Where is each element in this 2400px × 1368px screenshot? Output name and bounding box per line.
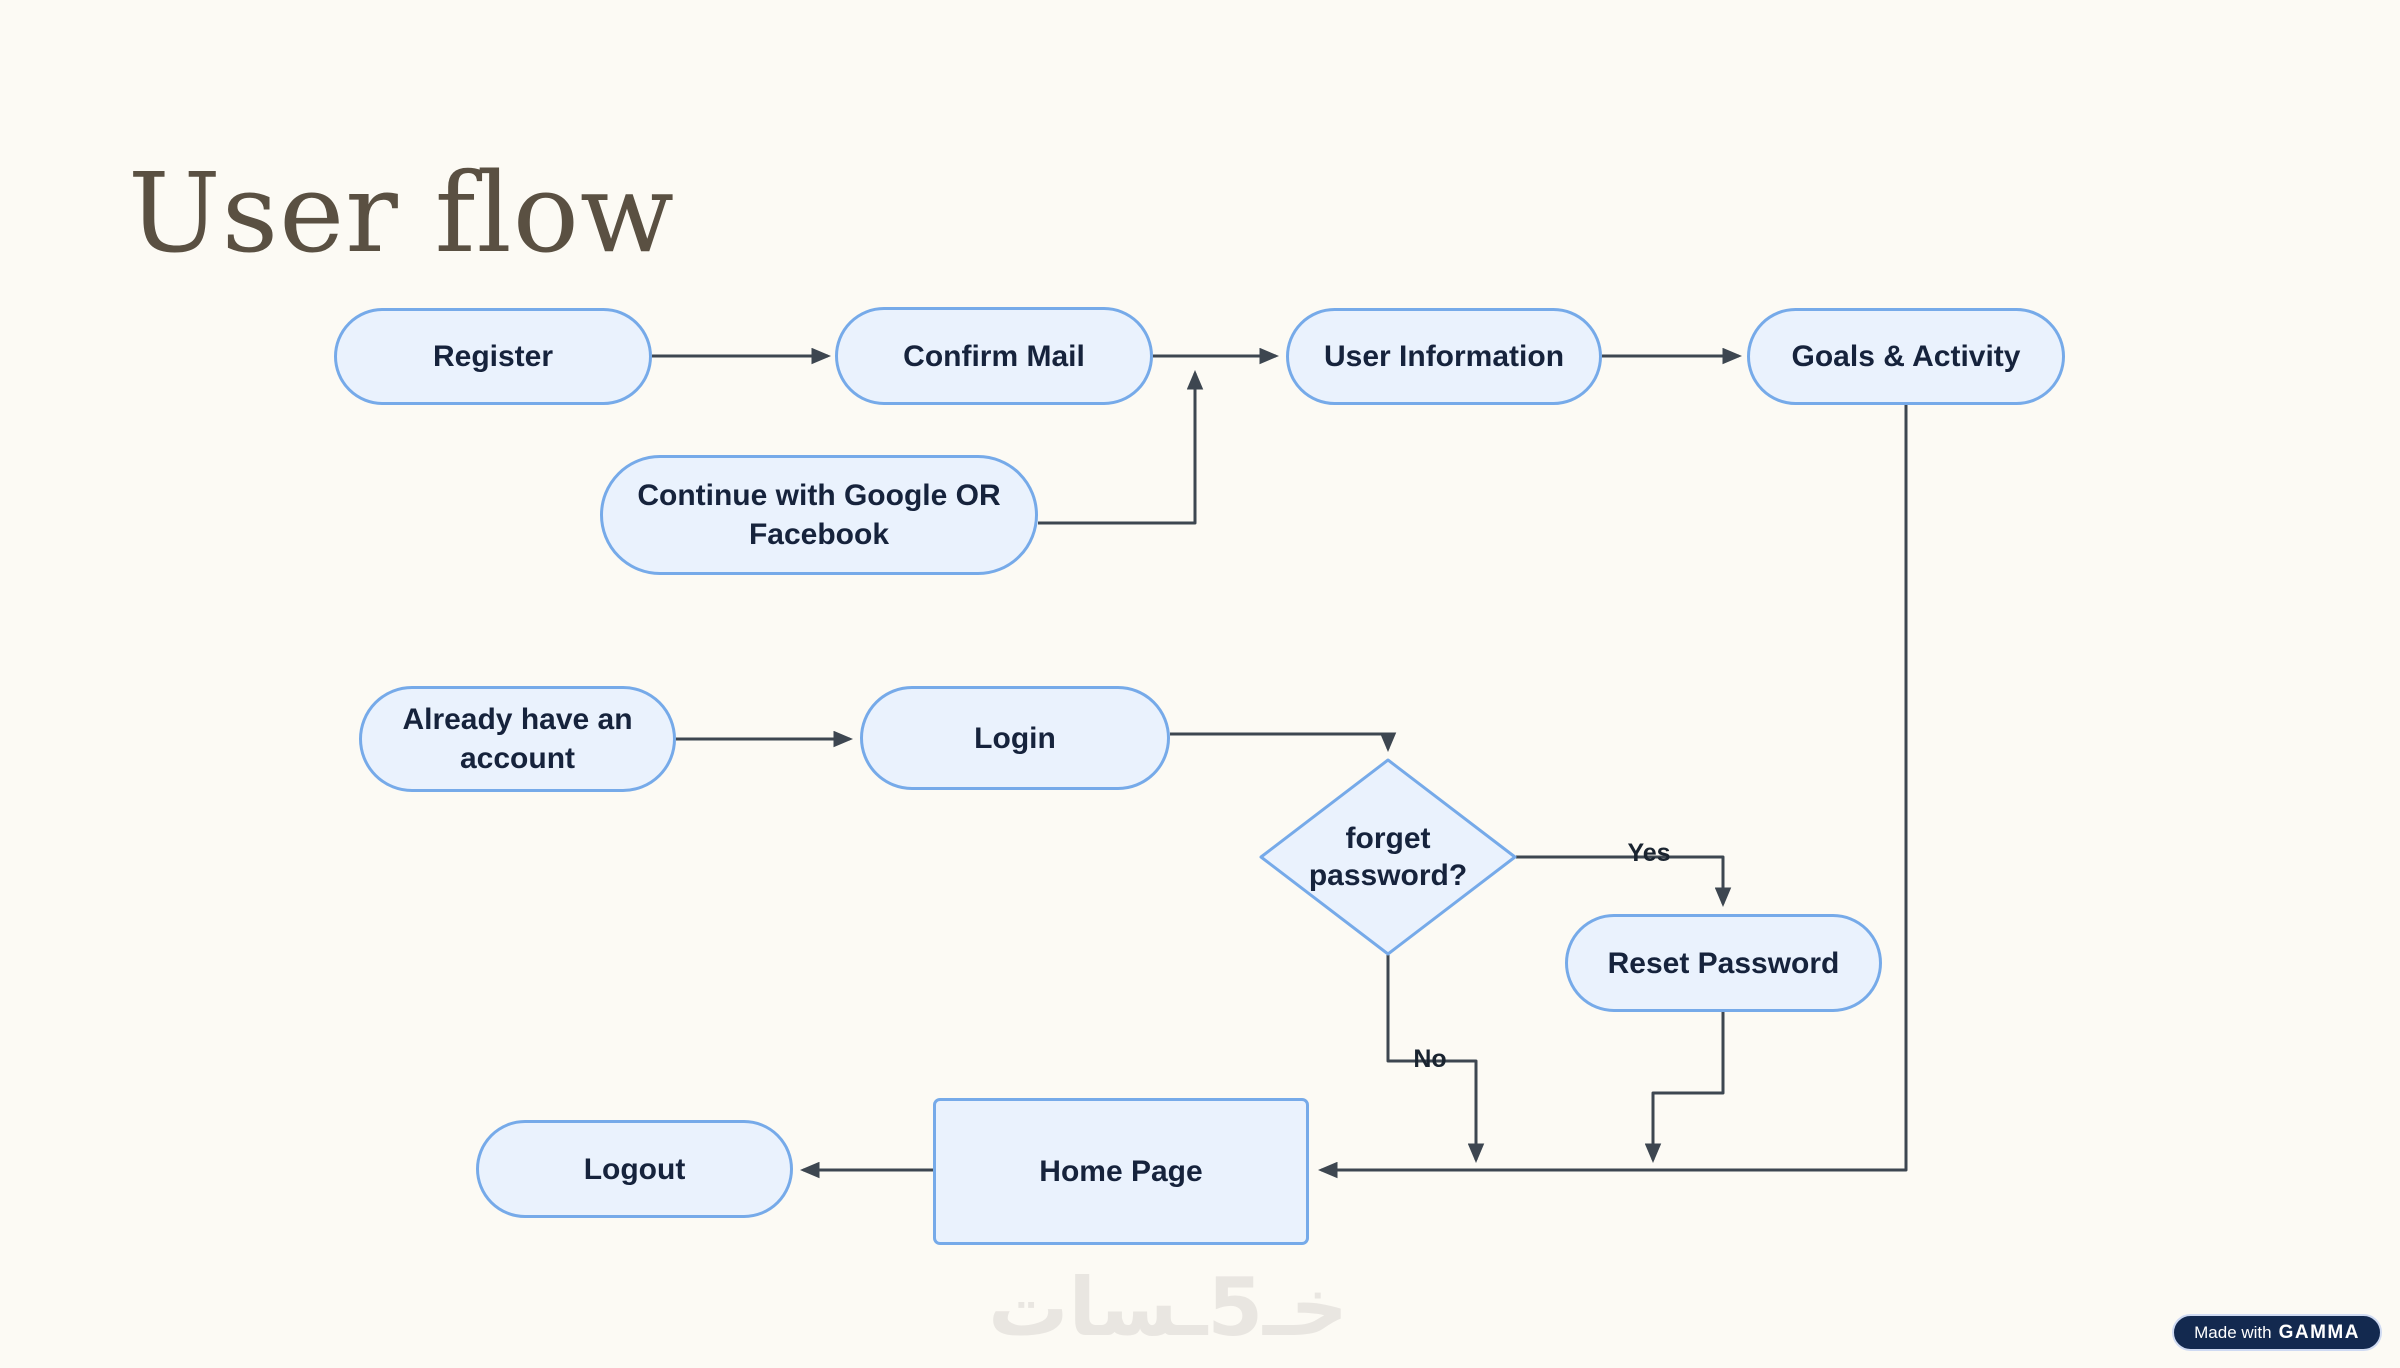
node-confirm-mail: Confirm Mail bbox=[835, 307, 1153, 405]
node-login: Login bbox=[860, 686, 1170, 790]
made-with-gamma-badge[interactable]: Made with GAMMA bbox=[2172, 1314, 2382, 1351]
node-continue-google-facebook-label: Continue with Google OR Facebook bbox=[637, 479, 1001, 551]
node-reset-password-label: Reset Password bbox=[1607, 946, 1840, 980]
node-reset-password: Reset Password bbox=[1565, 914, 1882, 1012]
edge-reset-password-to-home-line bbox=[1644, 1012, 1725, 1163]
edge-continue-google-to-junction bbox=[1038, 370, 1204, 525]
node-goals-activity: Goals & Activity bbox=[1747, 308, 2065, 405]
edge-goals-activity-to-home-page bbox=[1318, 405, 1908, 1179]
node-forget-password: forget password? bbox=[1258, 757, 1518, 957]
badge-prefix: Made with bbox=[2194, 1323, 2272, 1342]
node-goals-activity-label: Goals & Activity bbox=[1791, 340, 2021, 373]
khamsat-watermark: خـ5ـسات bbox=[988, 1261, 1348, 1354]
node-forget-password-label: forget password? bbox=[1308, 821, 1468, 893]
node-login-label: Login bbox=[974, 721, 1056, 755]
gamma-logo: GAMMA bbox=[2278, 1322, 2360, 1343]
node-home-page-label: Home Page bbox=[1039, 1155, 1203, 1188]
node-user-information: User Information bbox=[1286, 308, 1602, 405]
node-home-page: Home Page bbox=[933, 1098, 1309, 1245]
edge-forget-password-yes-to-reset bbox=[1516, 855, 1732, 907]
node-logout-label: Logout bbox=[583, 1152, 686, 1186]
node-register: Register bbox=[334, 308, 652, 405]
node-register-label: Register bbox=[432, 340, 554, 373]
node-continue-google-facebook: Continue with Google OR Facebook bbox=[600, 455, 1038, 575]
page-title: User flow bbox=[128, 148, 676, 277]
diamond-shape bbox=[1259, 758, 1517, 956]
edge-label-yes: Yes bbox=[1627, 839, 1671, 867]
node-already-have-account: Already have an account bbox=[359, 686, 676, 792]
edge-forget-password-no-to-home-line bbox=[1386, 955, 1485, 1163]
node-logout: Logout bbox=[476, 1120, 793, 1218]
node-already-have-account-label: Already have an account bbox=[402, 703, 633, 775]
edge-login-to-forget-password bbox=[1170, 732, 1397, 752]
edge-label-no: No bbox=[1413, 1045, 1447, 1073]
node-confirm-mail-label: Confirm Mail bbox=[903, 339, 1085, 373]
node-user-information-label: User Information bbox=[1323, 340, 1565, 373]
